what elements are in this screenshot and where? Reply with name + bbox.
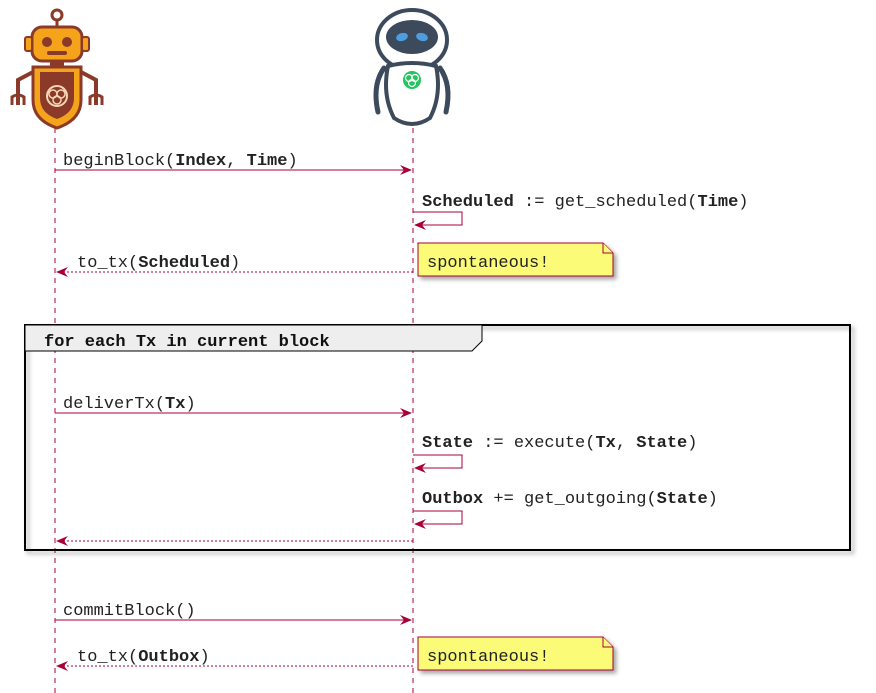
arrow-execute [413,454,463,473]
arrow-get-scheduled [413,211,463,230]
message-text-part: Tx [595,434,615,453]
message-text-part: , [226,152,246,171]
note-spontaneous-2: spontaneous! [417,636,614,671]
note-text-2: spontaneous! [427,648,549,667]
message-text-part: ) [199,648,209,667]
message-text-part: Scheduled [138,254,230,273]
message-text-part: State [422,434,473,453]
message-text-part: Scheduled [422,193,514,212]
note-text-1: spontaneous! [427,254,549,273]
message-text-part: += get_outgoing( [483,490,656,509]
message-text-part: , [616,434,636,453]
message-deliver-tx: deliverTx(Tx) [63,395,196,414]
message-text-part: Outbox [138,648,199,667]
message-text-part: deliverTx( [63,395,165,414]
message-text-part: Tx [165,395,185,414]
message-text-part: Time [247,152,288,171]
eve-robot-icon [373,8,451,126]
message-text-part: State [657,490,708,509]
message-text-part: ) [738,193,748,212]
message-text-part: State [636,434,687,453]
message-get-outgoing: Outbox += get_outgoing(State) [422,490,718,509]
message-text-part: to_tx( [77,254,138,273]
message-text-part: ) [287,152,297,171]
loop-title: for each Tx in current block [44,333,330,352]
message-to-tx-scheduled: to_tx(Scheduled) [77,254,240,273]
message-text-part: commitBlock() [63,602,196,621]
message-text-part: ) [687,434,697,453]
loop-frame: for each Tx in current block [24,324,851,551]
message-begin-block: beginBlock(Index, Time) [63,152,298,171]
note-spontaneous-1: spontaneous! [417,242,614,277]
robot-icon [10,8,104,130]
message-text-part: Index [175,152,226,171]
message-text-part: ) [708,490,718,509]
message-text-part: := execute( [473,434,595,453]
message-text-part: Outbox [422,490,483,509]
arrow-get-outgoing [413,510,463,529]
message-to-tx-outbox: to_tx(Outbox) [77,648,210,667]
message-execute: State := execute(Tx, State) [422,434,697,453]
message-text-part: beginBlock( [63,152,175,171]
message-text-part: ) [185,395,195,414]
message-text-part: to_tx( [77,648,138,667]
message-commit-block: commitBlock() [63,602,196,621]
message-text-part: := get_scheduled( [514,193,698,212]
message-text-part: ) [230,254,240,273]
message-get-scheduled: Scheduled := get_scheduled(Time) [422,193,748,212]
message-text-part: Time [697,193,738,212]
